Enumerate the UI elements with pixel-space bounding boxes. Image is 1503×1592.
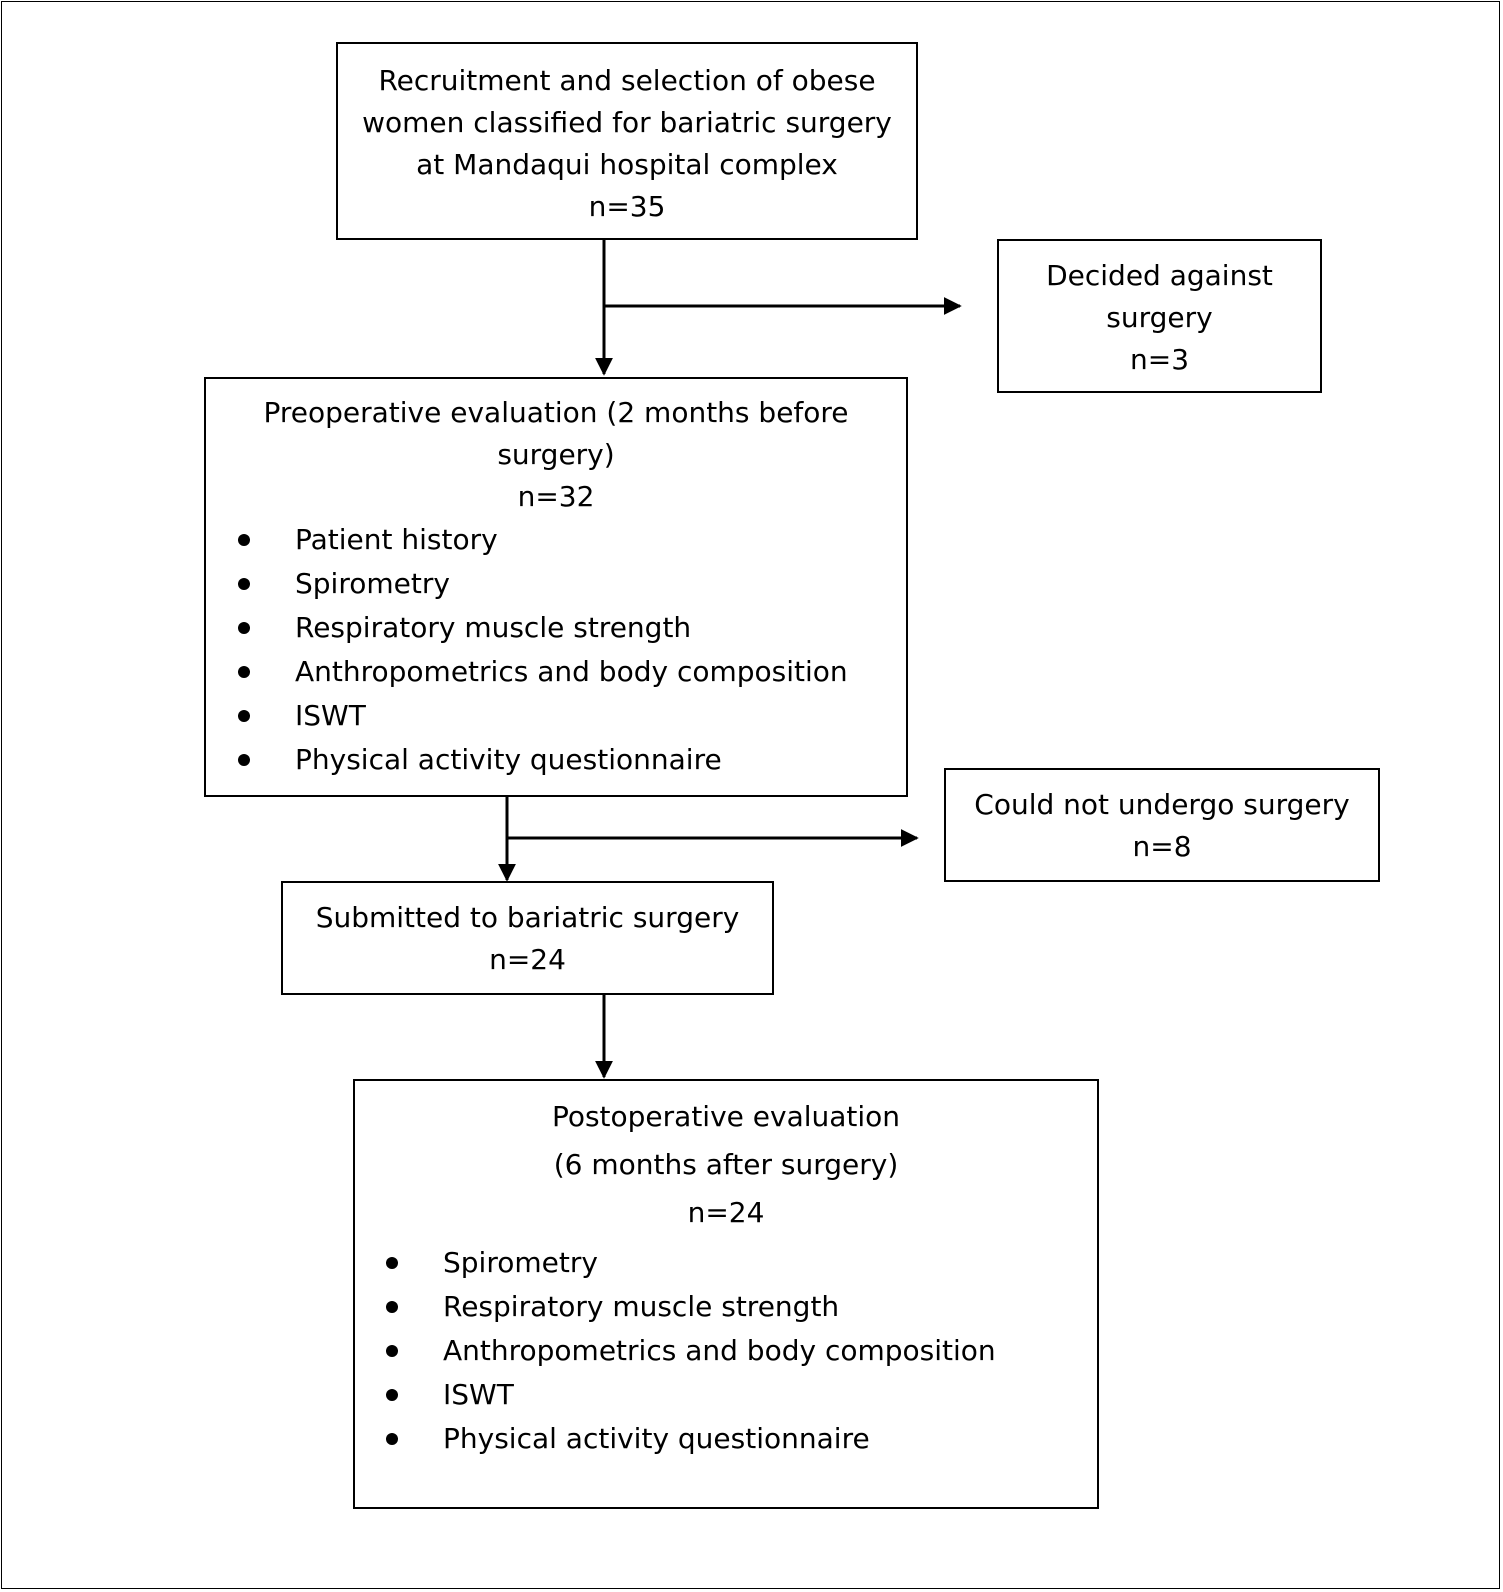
preoperative-box: Preoperative evaluation (2 months before… [204, 377, 908, 797]
list-item: ISWT [386, 1373, 1097, 1417]
list-item-text: Patient history [295, 523, 498, 556]
bullet-icon [386, 1301, 398, 1313]
list-item-text: Respiratory muscle strength [295, 611, 692, 644]
could-not-undergo-box: Could not undergo surgery n=8 [944, 768, 1380, 882]
could-not-undergo-count: n=8 [1132, 830, 1192, 863]
list-item-text: Physical activity questionnaire [295, 743, 722, 776]
bullet-icon [386, 1257, 398, 1269]
postoperative-line-2: (6 months after surgery) [553, 1148, 899, 1181]
bullet-icon [386, 1345, 398, 1357]
bullet-icon [386, 1433, 398, 1445]
bullet-icon [238, 534, 250, 546]
list-item-text: Anthropometrics and body composition [443, 1334, 996, 1367]
decided-against-line-1: Decided against [1046, 259, 1273, 292]
list-item-text: Respiratory muscle strength [443, 1290, 840, 1323]
list-item: Spirometry [238, 562, 906, 606]
recruitment-line-1: Recruitment and selection of obese [378, 64, 876, 97]
decided-against-box: Decided against surgery n=3 [997, 239, 1322, 393]
submitted-line-1: Submitted to bariatric surgery [315, 901, 740, 934]
preoperative-line-1: Preoperative evaluation (2 months before [263, 396, 849, 429]
decided-against-count: n=3 [1129, 343, 1190, 376]
list-item: ISWT [238, 694, 906, 738]
could-not-undergo-line-1: Could not undergo surgery [974, 788, 1350, 821]
bullet-icon [238, 710, 250, 722]
submitted-box: Submitted to bariatric surgery n=24 [281, 881, 774, 995]
bullet-icon [238, 754, 250, 766]
decided-against-line-2: surgery [1106, 301, 1213, 334]
list-item: Physical activity questionnaire [386, 1417, 1097, 1461]
list-item-text: Physical activity questionnaire [443, 1422, 870, 1455]
list-item-text: Anthropometrics and body composition [295, 655, 848, 688]
bullet-icon [238, 666, 250, 678]
list-item: Spirometry [386, 1241, 1097, 1285]
list-item-text: ISWT [295, 699, 366, 732]
list-item: Anthropometrics and body composition [386, 1329, 1097, 1373]
postoperative-line-1: Postoperative evaluation [551, 1100, 901, 1133]
list-item-text: Spirometry [443, 1246, 598, 1279]
bullet-icon [386, 1389, 398, 1401]
recruitment-line-2: women classified for bariatric surgery [362, 106, 892, 139]
list-item-text: ISWT [443, 1378, 514, 1411]
recruitment-line-3: at Mandaqui hospital complex [416, 148, 838, 181]
list-item: Respiratory muscle strength [238, 606, 906, 650]
list-item: Anthropometrics and body composition [238, 650, 906, 694]
postoperative-measures-list: Spirometry Respiratory muscle strength A… [355, 1241, 1097, 1461]
recruitment-box: Recruitment and selection of obese women… [336, 42, 918, 240]
list-item: Patient history [238, 518, 906, 562]
list-item: Physical activity questionnaire [238, 738, 906, 782]
preoperative-line-2: surgery) [497, 438, 615, 471]
list-item-text: Spirometry [295, 567, 450, 600]
recruitment-count: n=35 [588, 190, 666, 223]
list-item: Respiratory muscle strength [386, 1285, 1097, 1329]
submitted-count: n=24 [489, 943, 566, 976]
preoperative-measures-list: Patient history Spirometry Respiratory m… [206, 518, 906, 782]
postoperative-count: n=24 [687, 1196, 765, 1229]
bullet-icon [238, 622, 250, 634]
preoperative-count: n=32 [517, 480, 595, 513]
bullet-icon [238, 578, 250, 590]
postoperative-box: Postoperative evaluation (6 months after… [353, 1079, 1099, 1509]
